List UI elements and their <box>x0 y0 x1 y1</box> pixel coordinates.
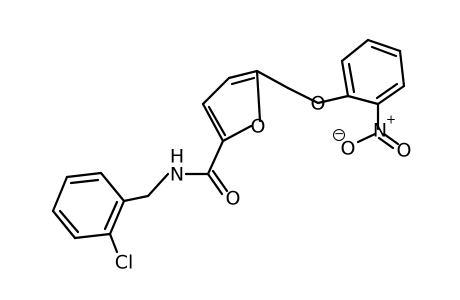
bond <box>340 59 350 98</box>
bond <box>347 62 356 94</box>
bond <box>207 105 227 137</box>
ether-oxygen-label: O <box>311 93 326 115</box>
bond <box>255 69 290 90</box>
nitro-positive-charge: + <box>386 113 396 127</box>
bond <box>201 76 231 106</box>
bond <box>51 175 69 213</box>
bond <box>370 45 398 58</box>
bond <box>122 194 150 203</box>
bond <box>206 172 224 196</box>
formal-charges: + − <box>333 113 396 141</box>
bond <box>103 200 119 231</box>
bond <box>51 209 77 240</box>
bonds <box>51 38 406 254</box>
bond <box>211 169 229 193</box>
bond <box>340 38 370 63</box>
bond <box>108 199 126 236</box>
amide-hydrogen-label: H <box>170 146 184 168</box>
furan-oxygen-label: O <box>251 116 266 138</box>
atom-labels: N H O O O N O O Cl <box>115 93 412 274</box>
bond <box>69 178 100 185</box>
bond <box>255 69 262 123</box>
bond <box>286 86 320 105</box>
amide-nitrogen-label: N <box>170 164 184 186</box>
bond <box>99 171 126 203</box>
carbonyl-oxygen-label: O <box>226 188 241 210</box>
bond <box>382 132 400 146</box>
bond <box>201 102 225 143</box>
nitro-oxygen-double-label: O <box>397 140 412 162</box>
negative-charge-circle <box>333 129 345 141</box>
chlorine-label: Cl <box>115 252 134 274</box>
bond <box>366 38 402 53</box>
bond <box>376 84 406 106</box>
bond <box>146 172 170 198</box>
bond <box>221 124 253 143</box>
bond <box>398 49 406 88</box>
bond <box>73 232 112 240</box>
bond <box>206 139 225 176</box>
bond <box>356 132 377 144</box>
bond <box>316 94 350 105</box>
bond <box>108 232 119 254</box>
bond <box>377 136 395 150</box>
bond <box>58 209 80 234</box>
nitro-negative-charge: − <box>334 127 344 141</box>
bond <box>346 94 380 106</box>
nitro-oxygen-anion-label: O <box>341 138 356 160</box>
bond <box>230 76 256 86</box>
bond <box>65 171 103 179</box>
bond <box>375 82 399 100</box>
bond <box>227 69 259 80</box>
nitro-nitrogen-label: N <box>373 120 387 142</box>
